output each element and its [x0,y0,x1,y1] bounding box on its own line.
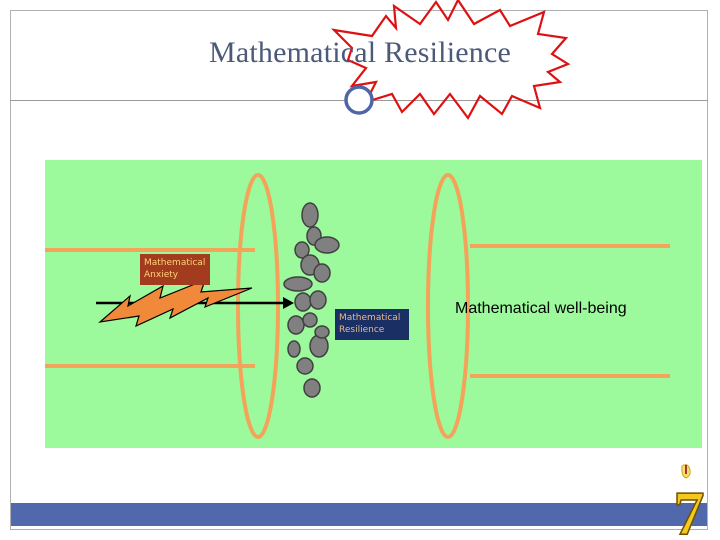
resilience-label: Mathematical Resilience [335,309,409,340]
stone [302,312,318,328]
stone [309,290,327,310]
stone [313,263,331,283]
title-circle-icon [344,85,374,115]
stone [294,292,312,312]
slide-number-graphic: 7 [673,464,705,536]
stone [287,315,305,335]
stone [314,325,330,339]
tube-lines [45,244,670,378]
left-ring [236,173,280,439]
lightning-bolt [98,278,253,328]
stone [296,357,314,375]
stone [287,340,301,358]
sparkle-icon [681,464,691,479]
stone [283,276,313,292]
stone [314,236,340,254]
slide-frame [10,10,708,530]
slide-title: Mathematical Resilience [209,36,511,69]
stone [303,378,321,398]
title-burst [330,0,571,121]
stone-wall [283,202,340,398]
slide-number: 7 [674,480,705,536]
wellbeing-label: Mathematical well-being [455,300,627,317]
stone [294,241,310,259]
footer-bar [11,503,707,526]
right-ring [426,173,470,439]
stone [309,334,329,358]
stone [301,202,319,228]
anxiety-label: Mathematical Anxiety [140,254,210,285]
